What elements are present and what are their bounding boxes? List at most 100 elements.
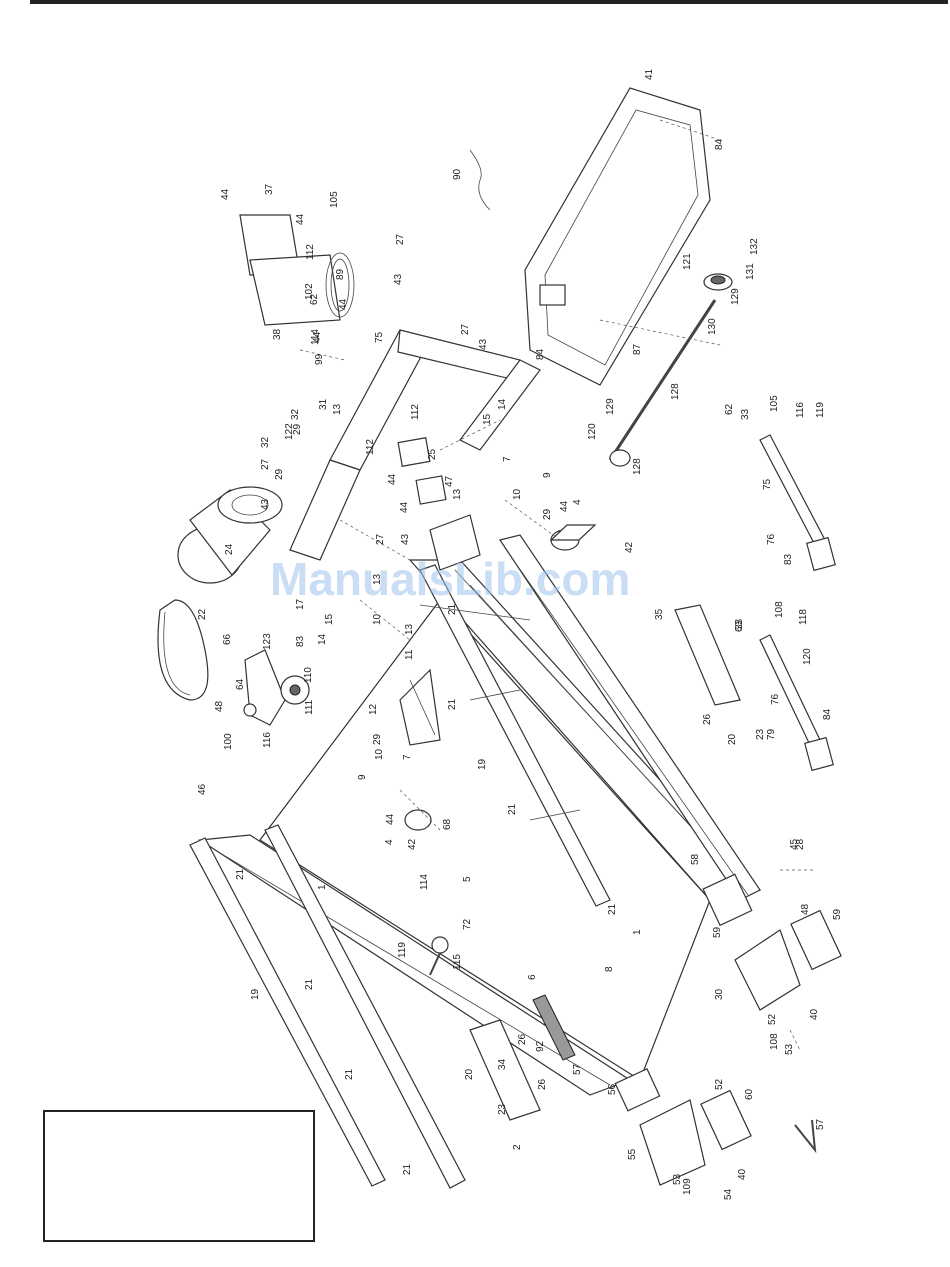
part-number-label: 7 <box>502 456 513 462</box>
part-number-label: 48 <box>800 903 811 915</box>
part-number-label: 129 <box>730 288 741 305</box>
leveling-arm <box>759 434 836 772</box>
upright-frame <box>289 329 541 561</box>
part-number-label: 2 <box>512 1144 523 1150</box>
part-number-label: 87 <box>632 343 643 355</box>
part-number-label: 76 <box>770 693 781 705</box>
part-number-label: 44 <box>220 188 231 200</box>
assembly-lines <box>299 119 815 1051</box>
ground-wire <box>469 149 491 211</box>
part-number-label: 84 <box>822 708 833 720</box>
part-number-label: 5 <box>462 876 473 882</box>
part-number-label: 30 <box>714 988 725 1000</box>
end-cap <box>614 873 753 1112</box>
part-number-label: 108 <box>769 1033 780 1050</box>
part-number-label: 20 <box>464 1068 475 1080</box>
part-number-label: 57 <box>572 1063 583 1075</box>
part-number-label: 21 <box>235 868 246 880</box>
controller-board <box>397 437 447 505</box>
part-number-label: 40 <box>809 1008 820 1020</box>
part-number-label: 20 <box>727 733 738 745</box>
part-number-label: 6 <box>527 974 538 980</box>
part-number-label: 44 <box>387 473 398 485</box>
part-number-label: 123 <box>262 633 273 650</box>
part-number-label: 130 <box>707 318 718 335</box>
part-number-label: 120 <box>802 648 813 665</box>
part-number-label: 63 <box>734 620 745 632</box>
part-number-label: 29 <box>372 733 383 745</box>
part-number-label: 128 <box>670 383 681 400</box>
part-number-label: 111 <box>304 699 315 715</box>
part-number-label: 76 <box>766 533 777 545</box>
part-number-label: 21 <box>402 1163 413 1175</box>
part-number-label: 89 <box>335 268 346 280</box>
part-number-label: 7 <box>402 754 413 760</box>
part-number-label: 19 <box>477 758 488 770</box>
part-labels: 1124456778991010101112131313131414151517… <box>197 68 843 1200</box>
part-number-label: 47 <box>444 475 455 487</box>
part-number-label: 28 <box>795 838 806 850</box>
part-number-label: 118 <box>798 609 809 625</box>
part-number-label: 31 <box>318 398 329 410</box>
part-number-label: 120 <box>587 423 598 440</box>
part-number-label: 122 <box>284 423 295 440</box>
part-number-label: 27 <box>395 233 406 245</box>
part-number-label: 56 <box>607 1083 618 1095</box>
part-number-label: 46 <box>197 783 208 795</box>
part-number-label: 105 <box>329 191 340 208</box>
part-number-label: 10 <box>374 748 385 760</box>
motor <box>177 486 283 584</box>
part-number-label: 37 <box>264 183 275 195</box>
part-number-label: 44 <box>312 331 323 343</box>
part-number-label: 84 <box>714 138 725 150</box>
part-number-label: 60 <box>744 1088 755 1100</box>
part-number-label: 9 <box>357 774 368 780</box>
part-number-label: 12 <box>368 703 379 715</box>
part-number-label: 62 <box>309 293 320 305</box>
motor-hood <box>429 514 481 571</box>
part-number-label: 114 <box>419 874 430 890</box>
part-number-label: 66 <box>222 633 233 645</box>
part-number-label: 112 <box>365 439 376 455</box>
top-rule <box>30 0 948 4</box>
part-number-label: 44 <box>399 501 410 513</box>
part-number-label: 119 <box>815 402 826 418</box>
part-number-label: 72 <box>462 918 473 930</box>
part-number-label: 75 <box>762 478 773 490</box>
part-number-label: 13 <box>372 573 383 585</box>
part-number-label: 100 <box>223 733 234 750</box>
part-number-label: 11 <box>404 649 415 660</box>
part-number-label: 21 <box>447 603 458 615</box>
allen-wrench <box>794 1119 817 1154</box>
front-roller <box>399 668 441 746</box>
part-number-label: 59 <box>712 926 723 938</box>
part-number-label: 27 <box>460 323 471 335</box>
part-number-label: 79 <box>766 728 777 740</box>
watermark-text: ManualsLib.com <box>270 553 630 605</box>
part-number-label: 132 <box>749 238 760 255</box>
part-number-label: 83 <box>783 553 794 565</box>
part-number-label: 102 <box>304 283 315 300</box>
part-number-label: 27 <box>260 458 271 470</box>
part-number-label: 44 <box>295 213 306 225</box>
part-number-label: 26 <box>537 1078 548 1090</box>
note-box <box>43 1110 315 1242</box>
part-number-label: 38 <box>272 328 283 340</box>
side-rail <box>189 564 611 1189</box>
part-number-label: 24 <box>224 543 235 555</box>
safety-key <box>429 936 449 976</box>
part-number-label: 17 <box>295 598 306 610</box>
part-number-label: 129 <box>605 398 616 415</box>
part-number-label: 114 <box>310 329 321 345</box>
roller <box>404 524 597 831</box>
part-number-label: 43 <box>393 273 404 285</box>
part-number-label: 33 <box>734 618 745 630</box>
part-number-label: 26 <box>702 713 713 725</box>
part-number-label: 21 <box>607 903 618 915</box>
part-number-label: 27 <box>375 533 386 545</box>
part-number-label: 32 <box>260 436 271 448</box>
part-number-label: 41 <box>644 68 655 80</box>
part-number-label: 52 <box>767 1013 778 1025</box>
part-number-label: 35 <box>654 608 665 620</box>
